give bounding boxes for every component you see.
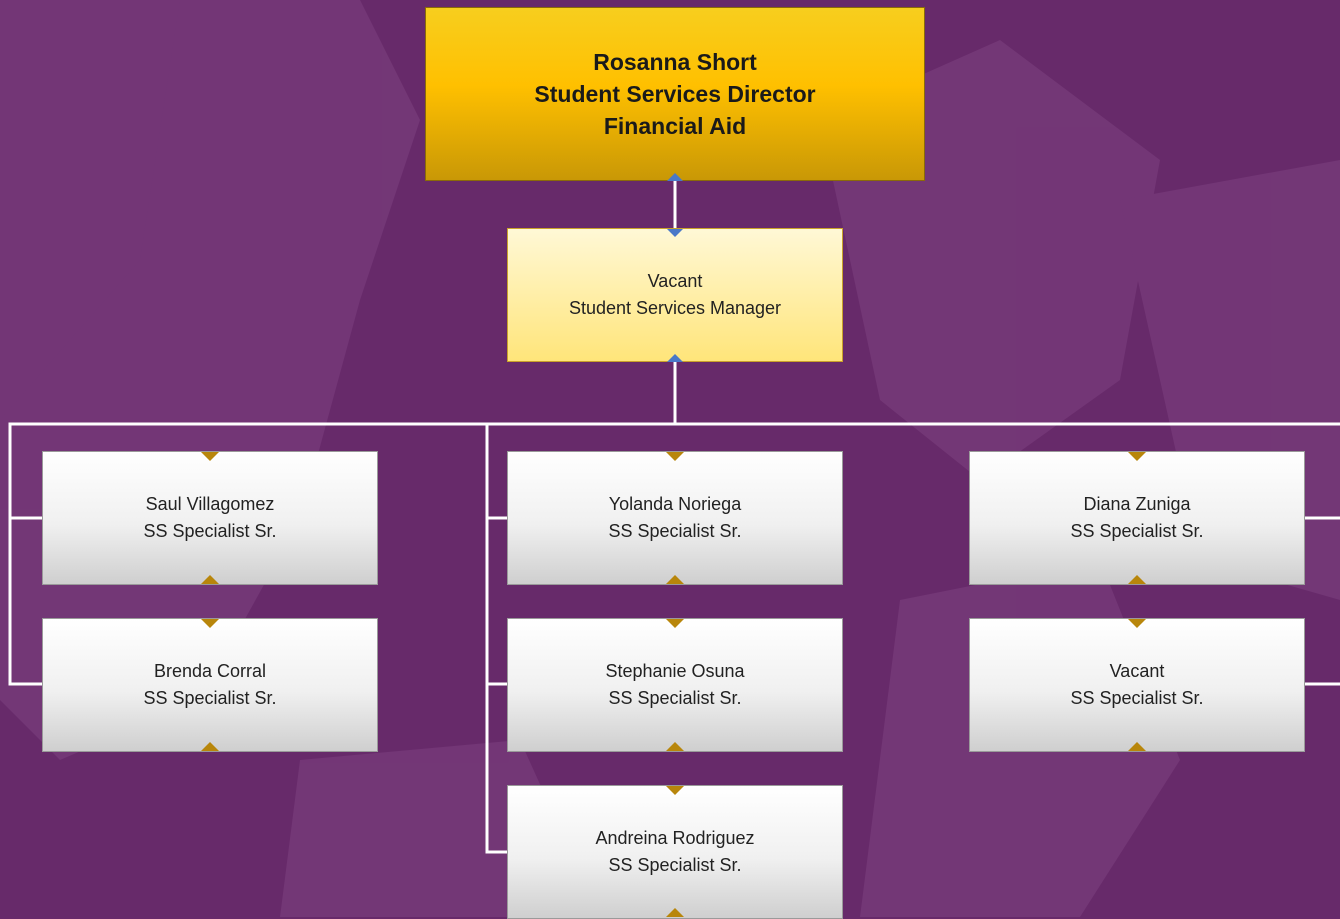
staff-name: Stephanie Osuna [605, 661, 745, 681]
director-box: Rosanna Short Student Services Director … [425, 7, 925, 181]
staff-name: Brenda Corral [153, 661, 267, 681]
card-bottom-marker [1128, 742, 1146, 751]
staff-title: SS Specialist Sr. [608, 521, 742, 541]
card-bottom-marker [201, 742, 219, 751]
card-bottom-marker [201, 575, 219, 584]
staff-title: SS Specialist Sr. [608, 688, 742, 708]
staff-card-diana: Diana Zuniga SS Specialist Sr. [969, 451, 1305, 585]
director-title: Student Services Director [534, 81, 816, 107]
card-bottom-marker [1128, 575, 1146, 584]
director-bottom-marker [667, 173, 683, 181]
staff-card-vacant-right: Vacant SS Specialist Sr. [969, 618, 1305, 752]
staff-card-andreina: Andreina Rodriguez SS Specialist Sr. [507, 785, 843, 919]
director-name: Rosanna Short [593, 49, 757, 75]
staff-card-stephanie: Stephanie Osuna SS Specialist Sr. [507, 618, 843, 752]
card-top-marker [201, 452, 219, 461]
staff-card-yolanda: Yolanda Noriega SS Specialist Sr. [507, 451, 843, 585]
staff-card-saul: Saul Villagomez SS Specialist Sr. [42, 451, 378, 585]
staff-name: Andreina Rodriguez [595, 828, 755, 848]
manager-box: Vacant Student Services Manager [507, 228, 843, 362]
card-top-marker [201, 619, 219, 628]
manager-bottom-marker [667, 354, 683, 362]
card-top-marker [666, 619, 684, 628]
connector-branch-center [485, 422, 675, 854]
manager-top-marker [667, 229, 683, 237]
connector-manager-branch [8, 362, 677, 686]
staff-name: Vacant [1109, 661, 1165, 681]
card-top-marker [1128, 619, 1146, 628]
staff-title: SS Specialist Sr. [143, 688, 277, 708]
manager-name: Vacant [647, 271, 703, 291]
card-bottom-marker [666, 908, 684, 917]
staff-name: Yolanda Noriega [608, 494, 742, 514]
staff-name: Diana Zuniga [1083, 494, 1191, 514]
staff-name: Saul Villagomez [145, 494, 275, 514]
staff-title: SS Specialist Sr. [1070, 688, 1204, 708]
card-top-marker [666, 452, 684, 461]
card-bottom-marker [666, 742, 684, 751]
staff-title: SS Specialist Sr. [1070, 521, 1204, 541]
card-bottom-marker [666, 575, 684, 584]
staff-title: SS Specialist Sr. [143, 521, 277, 541]
manager-title: Student Services Manager [568, 298, 782, 318]
director-department: Financial Aid [603, 113, 747, 139]
card-top-marker [666, 786, 684, 795]
staff-title: SS Specialist Sr. [608, 855, 742, 875]
card-top-marker [1128, 452, 1146, 461]
staff-card-brenda: Brenda Corral SS Specialist Sr. [42, 618, 378, 752]
